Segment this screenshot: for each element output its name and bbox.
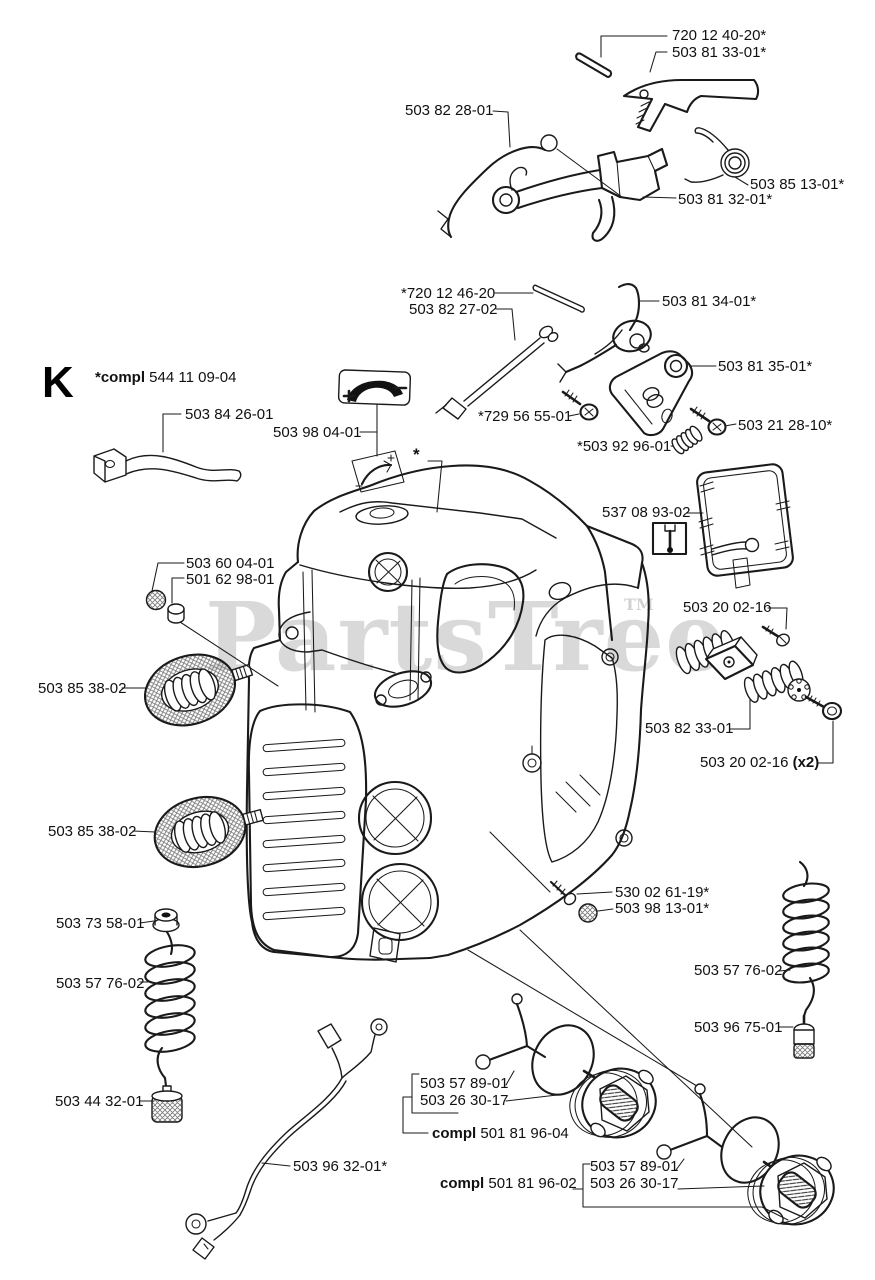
- label-503-98-13-01: 503 98 13-01*: [615, 900, 710, 917]
- label-503-73-58-01: 503 73 58-01: [56, 915, 145, 932]
- label-720-12-46-20: *720 12 46-20: [401, 285, 496, 302]
- watermark: PartsTree: [205, 582, 727, 693]
- damper-drawings: [121, 653, 264, 868]
- label-503-81-33-01: 503 81 33-01*: [672, 44, 767, 61]
- label-503-57-76-02-b: 503 57 76-02: [694, 962, 783, 979]
- label-503-92-96-01: *503 92 96-01: [577, 438, 672, 455]
- label-503-57-89-01-b: 503 57 89-01: [590, 1158, 679, 1175]
- label-503-96-75-01: 503 96 75-01: [694, 1019, 783, 1036]
- wiring-harness-drawing: [185, 1018, 388, 1260]
- label-503-60-04-01: 503 60 04-01: [186, 555, 275, 572]
- fuel-line-left-drawing: [139, 908, 196, 1123]
- crankcase-drawing: [245, 464, 650, 963]
- cover-plate-drawing: [651, 463, 794, 589]
- label-503-81-34-01: 503 81 34-01*: [662, 293, 757, 310]
- tank-screw-plug-drawing: [489, 831, 614, 923]
- label-501-62-98-01: 501 62 98-01: [186, 571, 275, 588]
- label-503-57-89-01-a: 503 57 89-01: [420, 1075, 509, 1092]
- label-503-98-04-01: 503 98 04-01: [273, 424, 362, 441]
- watermark-tm: TM: [624, 595, 654, 614]
- label-503-82-27-02: 503 82 27-02: [409, 301, 498, 318]
- label-503-57-76-02-a: 503 57 76-02: [56, 975, 145, 992]
- label-compl-501-81-96-04: compl 501 81 96-04: [432, 1125, 569, 1142]
- throttle-assembly-drawing: [437, 35, 760, 242]
- plug-parts-drawing: [145, 562, 279, 687]
- label-503-84-26-01: 503 84 26-01: [185, 406, 274, 423]
- tensioner-drawing: [675, 607, 843, 764]
- label-503-81-32-01: 503 81 32-01*: [678, 191, 773, 208]
- fuel-caps-drawing: [402, 929, 845, 1236]
- label-503-82-28-01: 503 82 28-01: [405, 102, 494, 119]
- section-compl-note: *compl 544 11 09-04: [95, 369, 237, 386]
- label-503-26-30-17-b: 503 26 30-17: [590, 1175, 679, 1192]
- label-503-26-30-17-a: 503 26 30-17: [420, 1092, 509, 1109]
- label-729-56-55-01: *729 56 55-01: [478, 408, 573, 425]
- label-503-85-38-02-a: 503 85 38-02: [38, 680, 127, 697]
- label-503-85-13-01: 503 85 13-01*: [750, 176, 845, 193]
- choke-assembly-drawing: [435, 283, 737, 455]
- fuel-line-right-drawing: [778, 860, 830, 1059]
- label-503-82-33-01: 503 82 33-01: [645, 720, 734, 737]
- label-530-02-61-19: 530 02 61-19*: [615, 884, 710, 901]
- label-503-85-38-02-b: 503 85 38-02: [48, 823, 137, 840]
- label-720-12-40-20: 720 12 40-20*: [672, 27, 767, 44]
- label-503-81-35-01: 503 81 35-01*: [718, 358, 813, 375]
- section-k-parts-drawing: [93, 369, 443, 513]
- label-503-20-02-16-x2: 503 20 02-16 (x2): [700, 754, 820, 771]
- label-503-21-28-10: 503 21 28-10*: [738, 417, 833, 434]
- label-503-20-02-16: 503 20 02-16: [683, 599, 772, 616]
- label-503-44-32-01: 503 44 32-01: [55, 1093, 144, 1110]
- label-537-08-93-02: 537 08 93-02: [602, 504, 691, 521]
- footnote-asterisk: *: [413, 445, 420, 464]
- label-503-96-32-01: 503 96 32-01*: [293, 1158, 388, 1175]
- label-compl-501-81-96-02: compl 501 81 96-02: [440, 1175, 577, 1192]
- section-letter: K: [42, 358, 74, 407]
